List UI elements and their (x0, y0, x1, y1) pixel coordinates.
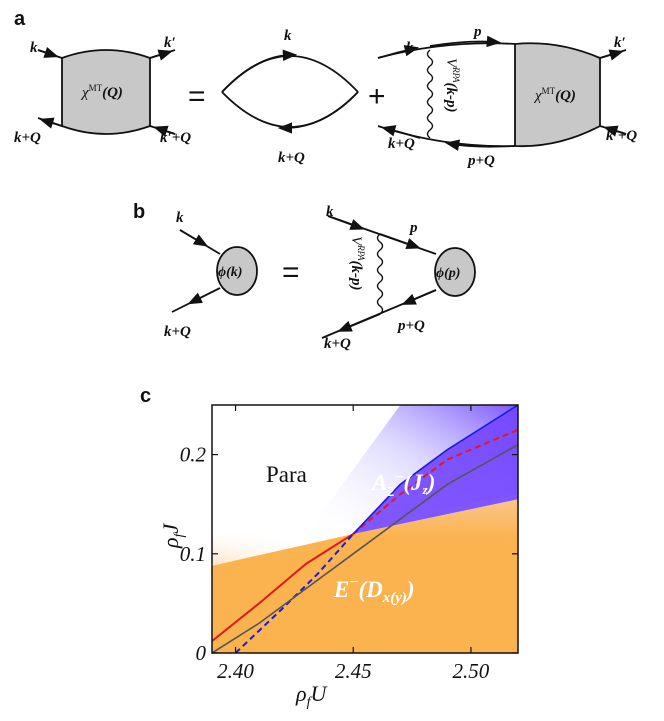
phi-k-blob (216, 246, 258, 296)
kprimeQ-arrow (153, 125, 176, 137)
rpa-wavy-line (426, 49, 434, 139)
panel-b: b ϕ(k) k k+Q = VRPA(k-p) ϕ(p) k (133, 201, 476, 352)
ladder-label-kprime: k′ (614, 35, 626, 51)
chi-mt-left: k k′ k+Q k′+Q χMT(Q) (14, 35, 191, 146)
label-kQ: k+Q (14, 130, 41, 146)
bubble-label-kQ: k+Q (278, 150, 305, 166)
ladder-diagram: VRPA(k-p) χMT(Q) k p k+Q p+Q k′ k′+Q (377, 24, 637, 169)
e-phase-region (212, 499, 518, 653)
y-tick-label: 0.1 (180, 542, 206, 566)
series-line-gray (212, 443, 518, 653)
ladder-label-kprimeQ: k′+Q (606, 128, 637, 144)
kQ-arrow (39, 117, 63, 129)
bubble-top-arrow (221, 49, 298, 93)
tick-layer: 2.40 2.45 2.50 0 0.1 0.2 (180, 405, 518, 683)
b2-label-p: p (408, 220, 418, 236)
plot-frame (211, 404, 519, 654)
series-line-red-solid (212, 533, 354, 642)
series-line-blue-solid (352, 405, 518, 535)
series-line-blue-dashed (234, 533, 354, 653)
e-label: E−(Dx(y)) (333, 574, 415, 606)
series-line-red-dashed (352, 428, 518, 535)
phi-k-label: ϕ(k) (218, 265, 242, 280)
b-label-kQ: k+Q (164, 324, 191, 340)
phi-p-ladder: VRPA(k-p) ϕ(p) k p p+Q k+Q (321, 204, 476, 352)
ladder-label-pQ: p+Q (466, 153, 495, 169)
b2-label-k: k (326, 204, 334, 220)
label-kprimeQ: k′+Q (160, 130, 191, 146)
ladder-pQ-arrow (444, 139, 516, 151)
series-layer (212, 405, 518, 653)
b2-label-kQ: k+Q (324, 336, 351, 352)
b-label-k: k (176, 210, 184, 226)
phi-k-out-arrow (187, 287, 221, 305)
panel-label-c: c (140, 385, 151, 407)
ladder-top-left (377, 42, 516, 59)
phi-k-vertex: ϕ(k) k k+Q (164, 210, 258, 340)
y-axis-label: ρfJ (158, 523, 187, 549)
b-k-arrow (327, 215, 365, 230)
ladder-kprime-arrow (599, 49, 624, 61)
ladder-p-arrow (429, 35, 502, 48)
panel-c: c 2.40 2.45 2.50 0 0.1 0.2 Para A2−(Jz) E−(Dx… (140, 385, 519, 710)
equals-sign-b: = (282, 256, 300, 289)
panel-label-a: a (14, 8, 26, 30)
x-tick-label: 2.45 (335, 659, 372, 683)
kprime-out-arrow (149, 49, 173, 61)
b-rpa-wavy-line (376, 233, 384, 315)
label-kprime: k′ (164, 35, 176, 51)
k-in-arrow (37, 46, 59, 58)
phi-p-label: ϕ(p) (436, 266, 460, 281)
equals-sign-a: = (188, 80, 206, 113)
ladder-label-p: p (472, 24, 482, 40)
ladder-k-arrow (377, 45, 420, 59)
ladder-kQ-arrow (381, 125, 421, 139)
phi-k-in-arrow (179, 229, 209, 247)
bubble-bottom-arrow (277, 91, 359, 134)
b-pQ-arrow (401, 289, 437, 305)
b-rpa-vertex-label: VRPA(k-p) (348, 236, 366, 291)
bubble-diagram: k k+Q (221, 28, 359, 166)
a2-label: A2−(Jz) (370, 469, 435, 500)
y-tick-label: 0 (196, 641, 207, 665)
panel-label-b: b (133, 201, 145, 223)
chi-mt-label: χMT(Q) (80, 83, 123, 101)
phase-regions (212, 405, 518, 653)
y-tick-label: 0.2 (180, 443, 207, 467)
b-p-arrow (379, 233, 421, 250)
b2-label-pQ: p+Q (396, 318, 425, 334)
label-k: k (30, 40, 38, 56)
plus-sign: + (368, 80, 386, 113)
x-tick-label: 2.40 (217, 659, 254, 683)
e-phase-fade (212, 499, 518, 566)
chi-mt-label-right: χMT(Q) (533, 86, 576, 104)
bubble-label-k: k (284, 28, 292, 44)
para-label: Para (266, 462, 307, 487)
ladder-label-kQ: k+Q (388, 136, 415, 152)
x-axis-label: ρfU (295, 681, 328, 710)
ladder-kprimeQ-arrow (603, 125, 627, 137)
x-tick-label: 2.50 (453, 659, 490, 683)
phi-p-blob (434, 247, 476, 297)
b-kQ-arrow (337, 313, 381, 332)
rpa-vertex-label: VRPA(k-p) (443, 58, 461, 113)
panel-a: a k k′ k+Q k′+Q χMT(Q) = (14, 8, 637, 169)
ladder-label-k: k (406, 40, 414, 56)
